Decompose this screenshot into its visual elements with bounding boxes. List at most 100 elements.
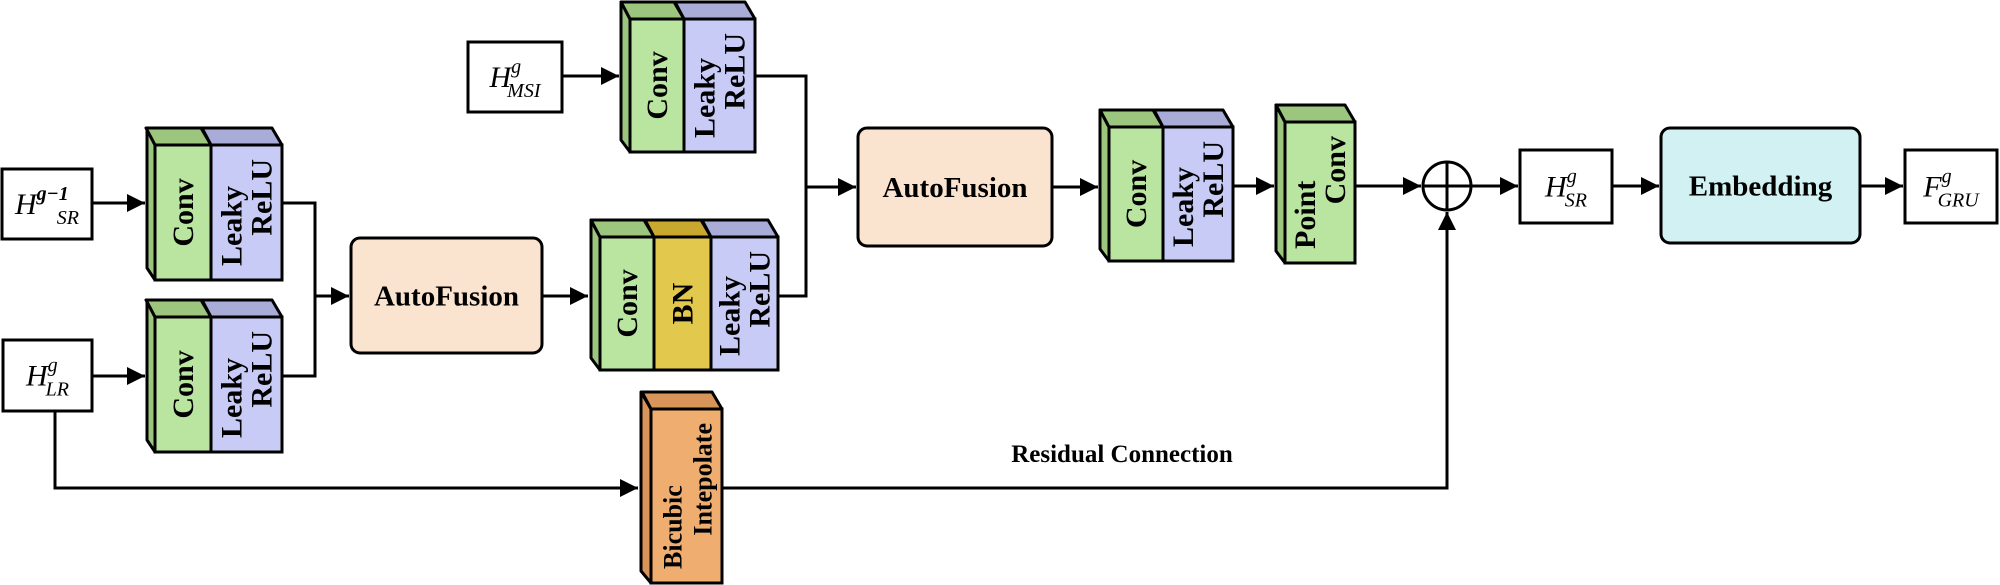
variable-superscript: g — [48, 355, 58, 377]
layer-front-face — [1161, 125, 1235, 263]
variable-box — [466, 40, 564, 114]
layer-conv: Conv — [619, 0, 686, 154]
variable-superscript: g — [1942, 166, 1952, 188]
layer-conv: Conv — [1098, 108, 1165, 263]
variable-box — [1518, 148, 1614, 225]
layer-label: ReLU — [744, 251, 777, 328]
layer-top-face — [643, 218, 713, 239]
embedding-module: Embedding — [1659, 126, 1862, 245]
autofusion-1-module: AutoFusion — [349, 236, 544, 355]
arrow-hlr-to-bicubic — [53, 411, 638, 497]
sum-node — [1421, 160, 1473, 212]
variable-superscript: g — [1567, 166, 1577, 188]
module-box — [1659, 126, 1862, 245]
layer-label: Leaky — [216, 358, 249, 438]
residual-connection-label: Residual Connection — [1011, 441, 1233, 468]
layer-label: ReLU — [246, 331, 279, 408]
connections — [53, 67, 1903, 497]
layer-label: Conv — [1319, 136, 1352, 204]
layer-label: Point — [1289, 181, 1322, 249]
layer-label: Leaky — [689, 58, 722, 138]
variable-base: H — [489, 61, 514, 94]
variable-subscript: SR — [57, 207, 79, 229]
layer-label: Conv — [1120, 160, 1153, 228]
merge-line-1 — [282, 201, 317, 378]
layer-label: Intepolate — [689, 423, 718, 536]
layer-label: BN — [667, 282, 700, 324]
layer-label: Bicubic — [659, 485, 688, 569]
layer-top-face — [673, 0, 757, 21]
layer-top-face — [1274, 103, 1357, 124]
variable-subscript: GRU — [1938, 190, 1981, 212]
variable-box — [0, 167, 94, 241]
variable-base: H — [1544, 171, 1569, 204]
layer-front-face — [709, 235, 780, 372]
layer-front-face — [209, 143, 284, 282]
layer-label: ReLU — [246, 159, 279, 236]
layer-top-face — [144, 298, 213, 319]
layer-top-face — [1098, 108, 1165, 129]
variable-subscript: MSI — [506, 80, 542, 102]
layer-label: ReLU — [1197, 141, 1230, 218]
layer-label: Leaky — [1167, 167, 1200, 247]
layer-front-face — [209, 315, 284, 454]
variable-base: H — [14, 188, 39, 221]
layer-top-face — [1152, 108, 1235, 129]
layer-top-face — [640, 390, 724, 411]
layer-label: Leaky — [216, 186, 249, 266]
variable-subscript: LR — [45, 379, 69, 401]
layer-top-face — [700, 218, 780, 239]
layer-label: ReLU — [719, 33, 752, 110]
layer-front-face — [1283, 120, 1357, 265]
variable-superscript: g — [511, 56, 521, 78]
module-label: AutoFusion — [882, 172, 1027, 204]
module-label: Embedding — [1689, 171, 1833, 203]
layer-label: Conv — [167, 350, 200, 418]
variable-subscript: SR — [1565, 190, 1587, 212]
module-box — [856, 126, 1054, 248]
module-label: AutoFusion — [374, 281, 519, 313]
layer-top-face — [200, 126, 284, 147]
layer-label: Conv — [611, 269, 644, 337]
layer-label: Conv — [641, 51, 674, 119]
variable-box — [1903, 148, 1999, 225]
layer-top-face — [144, 126, 213, 147]
layer-conv: Conv — [144, 126, 213, 282]
variable-base: H — [25, 360, 50, 393]
layer-front-face — [1107, 125, 1165, 263]
layer-conv: Conv — [144, 298, 213, 454]
layer-top-face — [200, 298, 284, 319]
layer-front-face — [153, 143, 213, 282]
layer-top-face — [589, 218, 656, 239]
layer-front-face — [649, 407, 724, 585]
layer-front-face — [682, 17, 757, 154]
variable-base: F — [1922, 171, 1942, 204]
layer-front-face — [628, 17, 686, 154]
layer-label: Leaky — [714, 276, 747, 356]
module-box — [349, 236, 544, 355]
layer-label: Conv — [167, 178, 200, 246]
